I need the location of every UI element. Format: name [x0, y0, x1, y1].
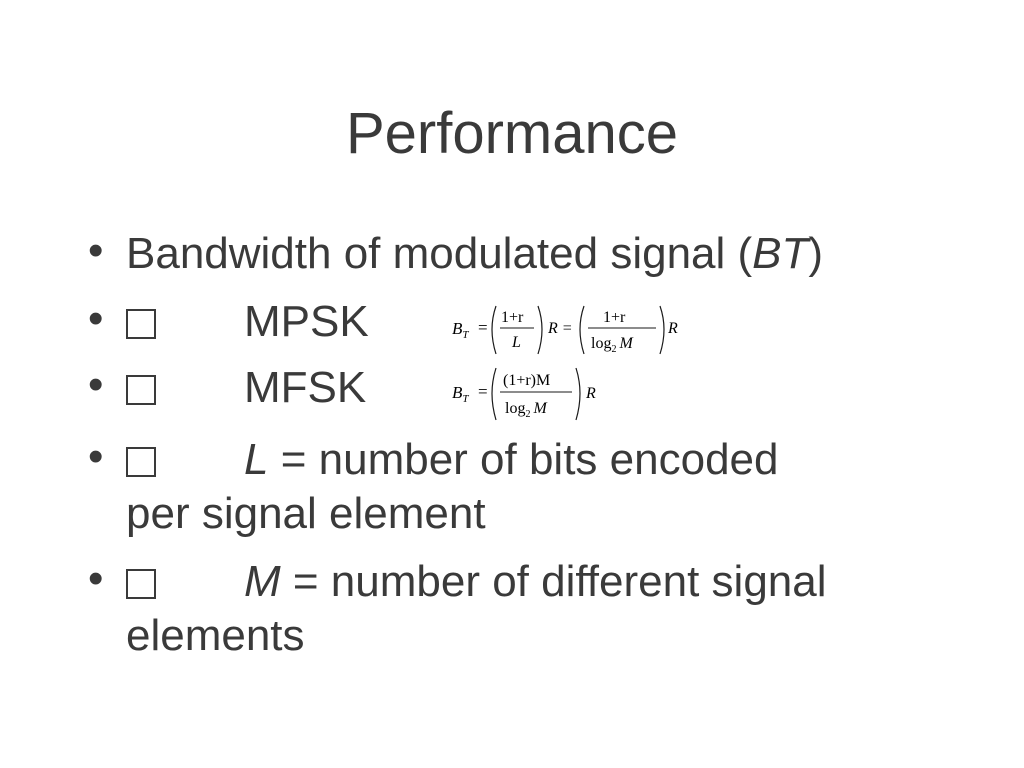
bt-symbol: BT: [752, 229, 809, 278]
right-paren: [659, 305, 665, 355]
bandwidth-text: Bandwidth of modulated signal (: [126, 229, 753, 278]
left-paren: [491, 305, 497, 355]
bullet-glyph: •: [88, 360, 104, 409]
mpsk-label: MPSK: [244, 297, 369, 346]
l-definition-line2: per signal element: [126, 489, 486, 538]
left-paren: [491, 367, 497, 421]
l-symbol: L: [244, 435, 269, 484]
mfsk-label: MFSK: [244, 363, 367, 412]
bullet-item-bandwidth: Bandwidth of modulated signal (BT): [126, 226, 823, 282]
formula-bt: BT: [452, 383, 469, 405]
fraction-1-num: 1+r: [501, 309, 524, 326]
bullet-box: [126, 360, 156, 416]
right-paren: [537, 305, 543, 355]
fraction-num: (1+r)M: [503, 372, 550, 389]
equals-sign: =: [478, 318, 488, 337]
left-paren: [579, 305, 585, 355]
bullet-box: [126, 554, 156, 610]
m-definition-line2: elements: [126, 611, 305, 660]
bullet-box: [126, 294, 156, 350]
bullet-box: [126, 432, 156, 488]
l-definition-line1: L = number of bits encoded: [244, 432, 778, 488]
empty-square-icon: [126, 569, 156, 599]
formula-bt: BT: [452, 319, 469, 341]
empty-square-icon: [126, 309, 156, 339]
formula-tail: R: [585, 385, 596, 402]
equals-sign: =: [478, 382, 488, 401]
bullet-glyph: •: [88, 294, 104, 343]
bullet-glyph: •: [88, 432, 104, 481]
empty-square-icon: [126, 375, 156, 405]
formula-mid: R =: [547, 320, 573, 337]
bullet-glyph: •: [88, 226, 104, 275]
bandwidth-close: ): [808, 229, 824, 278]
empty-square-icon: [126, 447, 156, 477]
m-definition-text: = number of different signal: [280, 557, 827, 606]
bullet-glyph: •: [88, 554, 104, 603]
fraction-1-den: L: [511, 334, 521, 351]
right-paren: [575, 367, 581, 421]
m-symbol: M: [244, 557, 281, 606]
fraction-2-num: 1+r: [603, 309, 626, 326]
formula-tail: R: [667, 320, 678, 337]
m-definition-line1: M = number of different signal: [244, 554, 827, 610]
l-definition-text: = number of bits encoded: [268, 435, 779, 484]
slide-title: Performance: [345, 101, 679, 166]
